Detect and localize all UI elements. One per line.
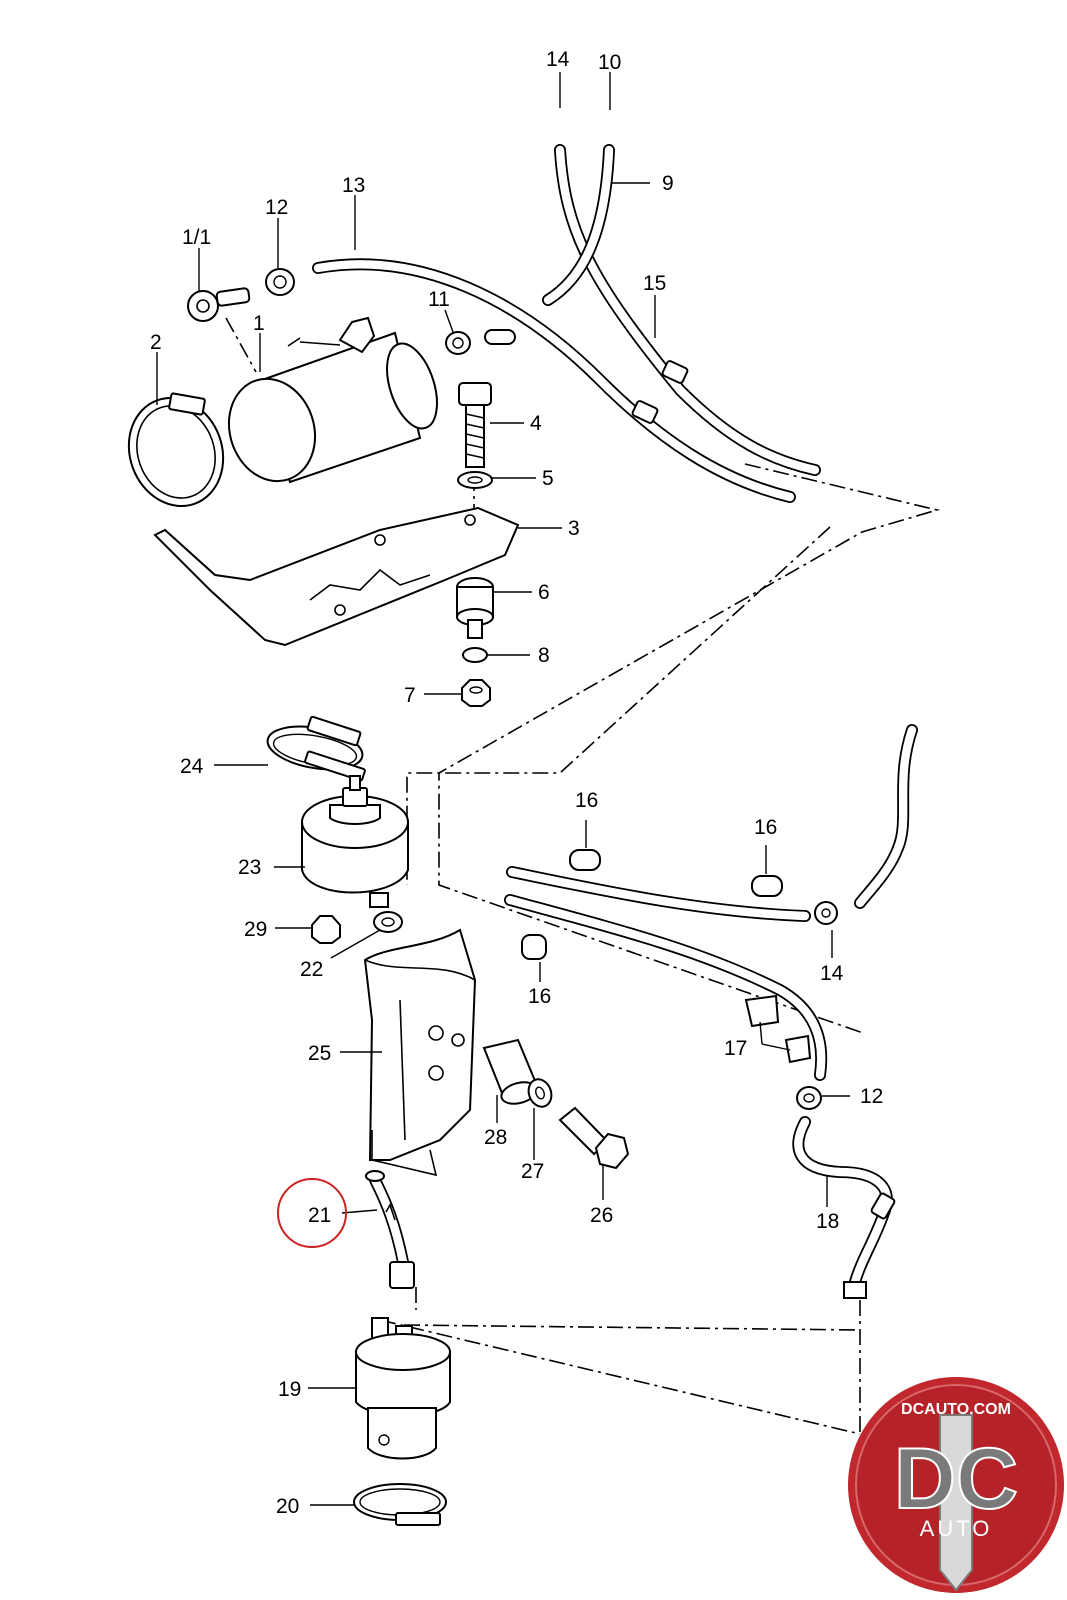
callout-7: 7	[404, 684, 416, 707]
lower-hoses	[504, 724, 918, 1299]
callout-5: 5	[542, 467, 554, 490]
upper-hoses	[312, 144, 821, 503]
callout-29: 29	[244, 918, 267, 941]
callout-15: 15	[643, 272, 666, 295]
callout-9: 9	[662, 172, 674, 195]
callout-22: 22	[300, 958, 323, 981]
callout-12: 12	[860, 1085, 883, 1108]
logo-word: AUTO	[920, 1516, 993, 1541]
callout-13: 13	[342, 174, 365, 197]
callout-18: 18	[816, 1210, 839, 1233]
callout-labels: 14 10 9 13 12 1/1 1 2 11 15 4 5 3 6 8 7 …	[150, 48, 883, 1518]
callout-4: 4	[530, 412, 542, 435]
callout-11: 11	[428, 288, 450, 311]
callout-6: 6	[538, 581, 550, 604]
mount-bracket-parts	[153, 382, 520, 707]
filter-bracket-parts	[363, 928, 630, 1177]
callout-27: 27	[521, 1160, 544, 1183]
fuel-filter-assembly	[266, 715, 409, 944]
callout-2: 2	[150, 331, 162, 354]
callout-20: 20	[276, 1495, 299, 1518]
fuel-hose-21	[365, 1170, 415, 1289]
callout-16: 16	[575, 789, 598, 812]
callout-12: 12	[265, 196, 288, 219]
callout-19: 19	[278, 1378, 301, 1401]
callout-23: 23	[238, 856, 261, 879]
accumulator-assembly	[353, 1317, 451, 1526]
callout-10: 10	[598, 51, 621, 74]
callout-21: 21	[308, 1204, 331, 1227]
callout-25: 25	[308, 1042, 331, 1065]
callout-16: 16	[754, 816, 777, 839]
highlight-circle	[277, 1178, 347, 1248]
callout-16: 16	[528, 985, 551, 1008]
fuel-pump-assembly	[127, 268, 471, 508]
logo-domain: DCAUTO.COM	[901, 1401, 1011, 1418]
callout-24: 24	[180, 755, 204, 778]
leader-lines	[156, 72, 850, 1506]
callout-14: 14	[820, 962, 844, 985]
callout-14: 14	[546, 48, 570, 71]
callout-17: 17	[724, 1037, 747, 1060]
callout-3: 3	[568, 517, 580, 540]
callout-1: 1	[253, 312, 265, 335]
dcauto-logo: DCAUTO.COM DC AUTO	[848, 1377, 1064, 1593]
callout-8: 8	[538, 644, 550, 667]
logo-letters: DC	[894, 1431, 1018, 1527]
callout-1-1: 1/1	[182, 226, 211, 249]
callout-26: 26	[590, 1204, 613, 1227]
callout-28: 28	[484, 1126, 507, 1149]
